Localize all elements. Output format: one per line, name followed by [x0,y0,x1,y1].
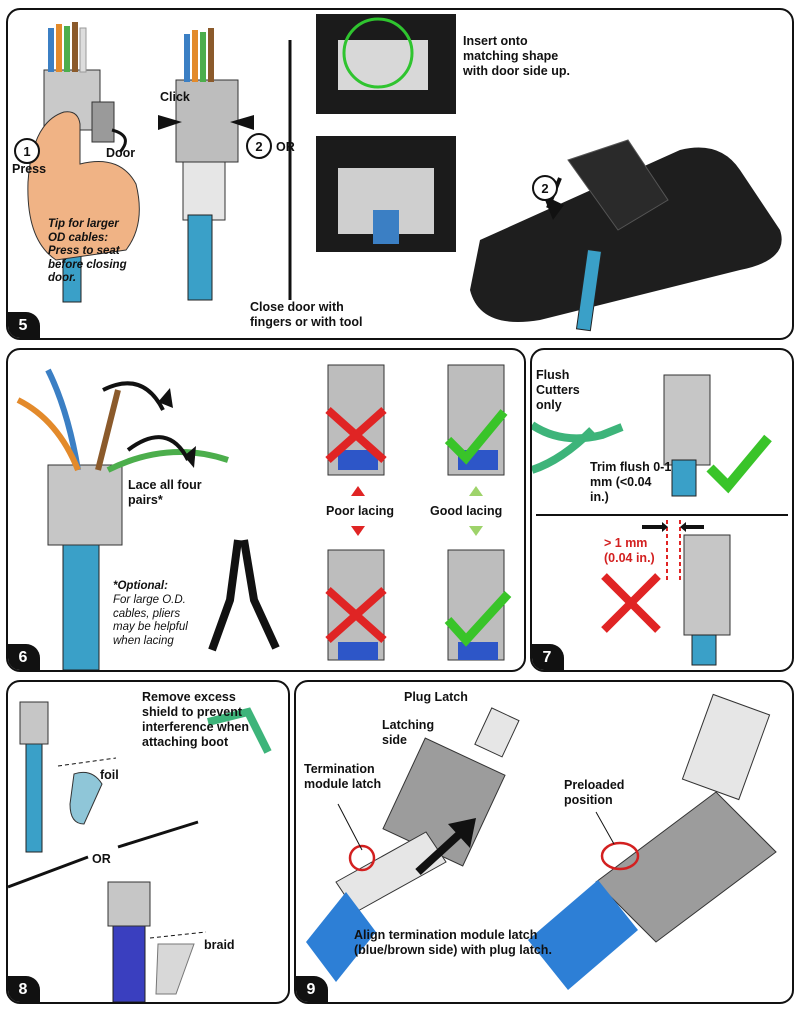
good-lacing-label: Good lacing [430,504,503,518]
insert-instruction: Insert onto matching shape with door sid… [463,34,570,78]
step-8-panel: Remove excess shield to prevent interfer… [6,680,290,1004]
over-limit-label: > 1 mm (0.04 in.) [604,536,655,565]
step-9-illustration [306,693,777,990]
step-8-illustration [8,701,272,1002]
or-label-8: OR [92,852,111,866]
latching-side-label: Latching side [382,718,435,747]
step-badge-6: 6 [8,644,40,670]
preloaded-position-label: Preloaded position [564,778,625,807]
step-number-2: 2 [246,133,272,159]
align-instruction: Align termination module latch (blue/bro… [354,928,552,957]
remove-shield-instruction: Remove excess shield to prevent interfer… [142,690,249,749]
step-6-panel: Lace all four pairs* *Optional: For larg… [6,348,526,672]
optional-body: For large O.D. cables, pliers may be hel… [113,594,188,647]
step-number-2-tool: 2 [532,175,558,201]
step-5-illustration [27,14,782,332]
termination-latch-label: Termination module latch [304,762,382,791]
close-door-instruction: Close door with fingers or with tool [250,300,363,329]
poor-lacing-label: Poor lacing [326,504,395,518]
step-badge-7: 7 [532,644,564,670]
step-7-illustration [532,374,788,666]
step-9-panel: Plug Latch Latching side Termination mod… [294,680,794,1004]
optional-title: *Optional: [113,580,168,592]
braid-label: braid [204,938,235,952]
foil-label: foil [100,768,119,782]
step-7-panel: Flush Cutters only Trim flush 0-1 mm (<0… [530,348,794,672]
lace-instruction: Lace all four pairs* [128,478,202,507]
step-badge-8: 8 [8,976,40,1002]
trim-flush-label: Trim flush 0-1 mm (<0.04 in.) [590,460,672,504]
tip-text: Tip for larger OD cables: Press to seat … [48,218,127,284]
step-badge-9: 9 [296,976,328,1002]
flush-cutters-label: Flush Cutters only [536,368,580,412]
plug-latch-label: Plug Latch [404,690,468,704]
or-label: OR [276,140,295,154]
click-label: Click [160,90,190,104]
step-number-1: 1 [14,138,40,164]
step-5-panel: 1 Press Door Tip for larger OD cables: P… [6,8,794,340]
door-label: Door [106,146,136,160]
press-label: Press [12,162,47,176]
step-6-illustration [16,364,512,670]
step-badge-5: 5 [8,312,40,338]
